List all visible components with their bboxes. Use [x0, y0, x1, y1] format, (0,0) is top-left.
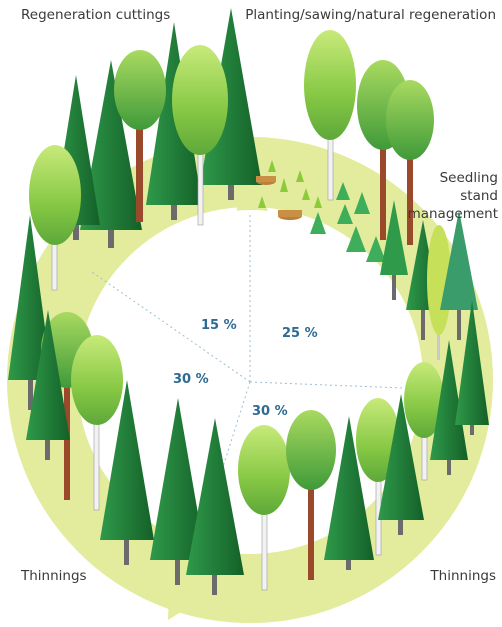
birch-tree [71, 335, 123, 511]
young-spruce [380, 200, 408, 300]
planting-label: Planting/sawing/natural regeneration [245, 7, 496, 23]
spruce-tree [324, 416, 374, 570]
thinnings-right-label: Thinnings [430, 568, 496, 584]
seedling-label-line: stand [460, 188, 498, 204]
spruce-tree [455, 300, 489, 435]
seedling-label-line: management [407, 206, 498, 222]
top-right-trees [304, 30, 434, 245]
planting-area [256, 160, 408, 300]
spruce-tree [440, 210, 478, 340]
birch-tree [172, 45, 228, 226]
spruce-tree [80, 60, 142, 248]
regeneration-cuttings-label: Regeneration cuttings [21, 7, 171, 23]
pine-tree [386, 80, 434, 245]
seedling-stand-trees [406, 210, 478, 360]
percent-30-left-label: 30 % [173, 372, 209, 387]
pine-tree [286, 410, 336, 580]
spruce-tree [100, 380, 154, 565]
birch-tree [238, 425, 290, 591]
birch-tree [404, 362, 444, 481]
birch-tree [304, 30, 356, 201]
percent-15-label: 15 % [201, 318, 237, 333]
spruce-tree [430, 340, 468, 475]
spruce-tree [186, 418, 244, 595]
percent-25-label: 25 % [282, 326, 318, 341]
thinnings-left-label: Thinnings [21, 568, 87, 584]
seedling-stand-management-label: Seedling stand management [408, 169, 498, 223]
mature-forest-cluster [29, 8, 262, 291]
percent-30-bottom-label: 30 % [252, 404, 288, 419]
right-thinning-trees [238, 300, 489, 591]
spruce-tree [378, 394, 424, 535]
spruce-tree [8, 215, 52, 410]
birch-tree [29, 145, 81, 291]
spruce-tree [150, 398, 206, 585]
pine-tree [114, 50, 166, 222]
seedling-label-line: Seedling [439, 170, 498, 186]
left-thinning-trees [8, 215, 244, 595]
spruce-tree [26, 310, 70, 460]
